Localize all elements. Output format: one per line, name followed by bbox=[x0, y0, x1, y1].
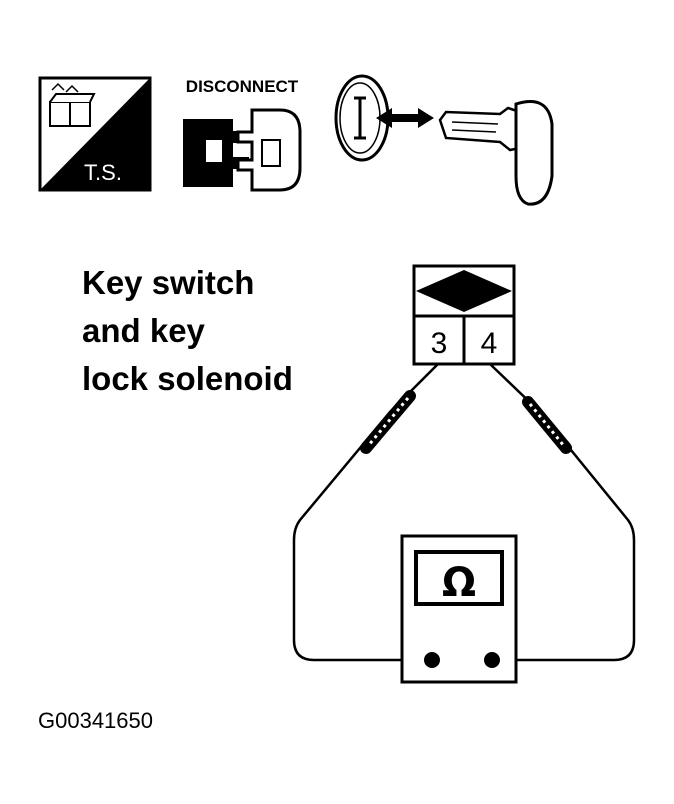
meter-display bbox=[414, 550, 504, 606]
component-label: Key switch and key lock solenoid bbox=[82, 264, 293, 397]
ts-icon: T.S. bbox=[38, 76, 152, 192]
ohmmeter-icon: Ω bbox=[400, 534, 518, 684]
left-probe-lead bbox=[292, 363, 439, 662]
figure-id: G00341650 bbox=[38, 708, 153, 733]
connector-key-diamond bbox=[416, 270, 512, 312]
ignition-key-icon bbox=[334, 74, 554, 206]
meter-jack-right bbox=[484, 652, 500, 668]
fuse-box-icon bbox=[49, 82, 96, 127]
terminal-3-label: 3 bbox=[431, 327, 448, 360]
component-label-line1: Key switch bbox=[82, 264, 254, 301]
disconnect-label: DISCONNECT bbox=[186, 77, 299, 96]
ts-label: T.S. bbox=[84, 160, 122, 185]
probe-leads bbox=[292, 363, 636, 662]
ohm-symbol: Ω bbox=[442, 560, 476, 606]
terminal-4-cell bbox=[462, 314, 516, 366]
meter-jack-left bbox=[424, 652, 440, 668]
component-label-line3: lock solenoid bbox=[82, 360, 293, 397]
right-probe-lead bbox=[489, 363, 636, 662]
disconnect-connector-icon: DISCONNECT bbox=[183, 77, 302, 192]
component-label-line2: and key bbox=[82, 312, 206, 349]
connector: 3 4 bbox=[412, 264, 516, 366]
right-probe-tip bbox=[522, 396, 572, 454]
terminal-4-label: 4 bbox=[481, 327, 498, 360]
